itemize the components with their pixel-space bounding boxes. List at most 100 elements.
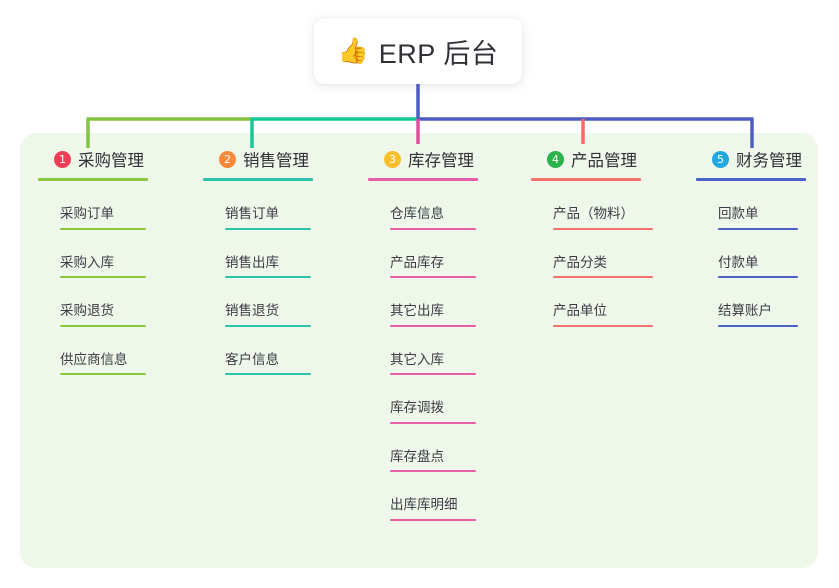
- branch-item-rule: [390, 470, 476, 472]
- branch-item-rule: [225, 276, 311, 278]
- branch-item-spacer: [368, 181, 478, 207]
- branch-item-spacer: [203, 278, 313, 304]
- branch-item[interactable]: 产品库存: [368, 254, 478, 278]
- branch-item[interactable]: 供应商信息: [38, 351, 148, 375]
- branch-item[interactable]: 采购订单: [38, 207, 148, 230]
- branch-item-label: 产品库存: [390, 254, 444, 270]
- branch-number-badge: 1: [54, 150, 71, 168]
- branch-item-label: 结算账户: [718, 303, 772, 318]
- branch-heading-4[interactable]: 4 产品管理: [531, 146, 653, 172]
- branch-item[interactable]: 其它出库: [368, 304, 478, 327]
- branch-column-3: 3 库存管理仓库信息产品库存其它出库其它入库库存调拨库存盘点出库库明细: [368, 146, 478, 521]
- branch-item-rule: [225, 227, 311, 230]
- branch-item-label: 库存调拨: [390, 400, 444, 415]
- branch-item-spacer: [38, 278, 148, 304]
- branch-item-label: 其它出库: [390, 303, 444, 318]
- branch-item-spacer: [203, 230, 313, 256]
- branch-number-badge: 2: [219, 150, 236, 168]
- branch-item-rule: [390, 373, 476, 375]
- diagram-background-panel: [20, 133, 818, 568]
- branch-item-rule: [718, 227, 798, 230]
- branch-item-label: 回款单: [718, 206, 759, 221]
- branch-items: 仓库信息产品库存其它出库其它入库库存调拨库存盘点出库库明细: [368, 181, 478, 521]
- branch-item-rule: [390, 324, 476, 327]
- branch-item-label: 供应商信息: [60, 351, 128, 367]
- branch-column-4: 4 产品管理产品（物料） 产品分类产品单位: [531, 146, 653, 327]
- branch-item-label: 采购入库: [60, 254, 114, 270]
- thumbs-up-icon: 👍: [337, 36, 369, 65]
- branch-item[interactable]: 客户信息: [203, 351, 313, 375]
- branch-item[interactable]: 产品（物料）: [531, 207, 653, 230]
- branch-item-rule: [225, 373, 311, 375]
- branch-item[interactable]: 结算账户: [696, 304, 806, 327]
- branch-item[interactable]: 销售退货: [203, 304, 313, 327]
- branch-item-rule: [60, 324, 146, 327]
- branch-heading-1[interactable]: 1 采购管理: [38, 146, 148, 172]
- branch-item-label: 产品分类: [553, 254, 607, 270]
- branch-item-spacer: [368, 424, 478, 450]
- branch-item[interactable]: 出库库明细: [368, 498, 478, 521]
- branch-item[interactable]: 产品分类: [531, 254, 653, 278]
- branch-items: 销售订单销售出库销售退货客户信息: [203, 181, 313, 375]
- branch-item[interactable]: 库存盘点: [368, 448, 478, 472]
- branch-item[interactable]: 其它入库: [368, 351, 478, 375]
- branch-number-badge: 4: [547, 150, 564, 168]
- branch-title: 采购管理: [78, 152, 144, 170]
- branch-item[interactable]: 回款单: [696, 207, 806, 230]
- branch-item[interactable]: 销售出库: [203, 255, 313, 278]
- branch-heading-3[interactable]: 3 库存管理: [368, 146, 478, 172]
- branch-item-spacer: [368, 375, 478, 401]
- branch-number-badge: 3: [384, 150, 401, 168]
- branch-item-label: 销售订单: [225, 206, 279, 221]
- branch-item-rule: [60, 227, 146, 230]
- branch-item[interactable]: 采购入库: [38, 254, 148, 278]
- branch-item-spacer: [368, 278, 478, 304]
- branch-item-label: 付款单: [718, 254, 759, 270]
- branch-item-spacer: [38, 230, 148, 256]
- branch-item-label: 其它入库: [390, 351, 444, 367]
- root-node-title: ERP 后台: [378, 38, 499, 69]
- branch-heading-rule: [368, 178, 478, 181]
- branch-item-label: 采购订单: [60, 206, 114, 221]
- branch-item-rule: [553, 227, 653, 230]
- branch-item-rule: [390, 227, 476, 230]
- branch-title: 库存管理: [408, 152, 474, 170]
- branch-item-rule: [390, 518, 476, 521]
- branch-item-rule: [718, 324, 798, 327]
- branch-item-rule: [225, 324, 311, 327]
- branch-title: 产品管理: [571, 152, 637, 170]
- branch-heading-rule: [531, 178, 641, 181]
- branch-item-rule: [60, 373, 146, 375]
- branch-item[interactable]: 采购退货: [38, 304, 148, 327]
- branch-item-spacer: [203, 181, 313, 207]
- branch-item-label: 客户信息: [225, 351, 279, 367]
- branch-heading-rule: [696, 178, 806, 181]
- branch-item-label: 库存盘点: [390, 448, 444, 464]
- branch-item[interactable]: 库存调拨: [368, 401, 478, 424]
- branch-item-spacer: [368, 472, 478, 498]
- branch-item-spacer: [38, 327, 148, 353]
- branch-item-spacer: [531, 230, 653, 256]
- root-node[interactable]: 👍 ERP 后台: [314, 18, 522, 84]
- branch-item-spacer: [368, 230, 478, 256]
- branch-item-label: 出库库明细: [390, 497, 458, 512]
- branch-item-spacer: [696, 230, 806, 256]
- branch-item-rule: [390, 421, 476, 424]
- branch-item-spacer: [531, 278, 653, 304]
- branch-item[interactable]: 产品单位: [531, 304, 653, 327]
- branch-item-rule: [718, 276, 798, 278]
- branch-item-spacer: [203, 327, 313, 353]
- branch-item-label: 仓库信息: [390, 206, 444, 221]
- branch-item-label: 销售退货: [225, 303, 279, 318]
- branch-item-label: 产品单位: [553, 303, 607, 318]
- branch-item-spacer: [368, 327, 478, 353]
- branch-item[interactable]: 付款单: [696, 254, 806, 278]
- branch-item[interactable]: 仓库信息: [368, 207, 478, 230]
- branch-item[interactable]: 销售订单: [203, 207, 313, 230]
- branch-item-spacer: [38, 181, 148, 207]
- branch-items: 产品（物料） 产品分类产品单位: [531, 181, 653, 327]
